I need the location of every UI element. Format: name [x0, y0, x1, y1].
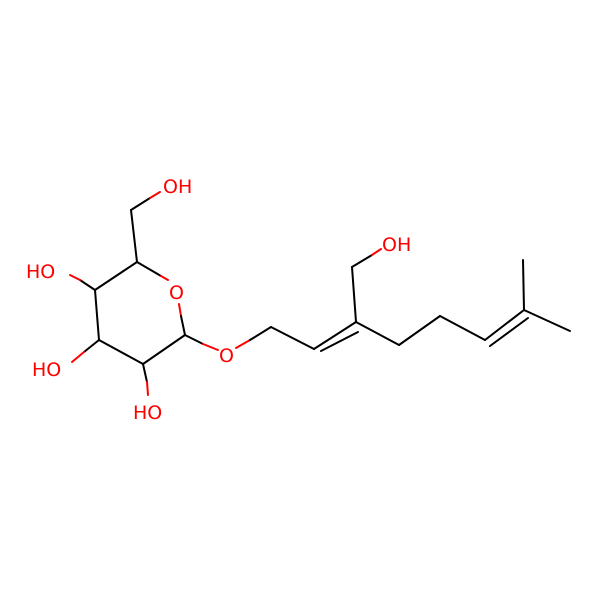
hydroxymethyl-group	[130, 191, 161, 263]
bond-ch-cme2-double-1	[484, 309, 525, 341]
bond-ch2-oh-red	[371, 248, 382, 256]
glycosidic-oxygen-label: O	[219, 345, 234, 367]
bond-ch2-oh	[351, 254, 373, 268]
ring-oxygen-label: O	[169, 282, 184, 304]
bond-c2-oh-red	[146, 381, 149, 396]
bond-c4-oh-red	[69, 274, 81, 281]
bond-glycosidic-o-ch2	[249, 326, 272, 341]
bond-c5-c6	[130, 209, 138, 263]
alkene-chain	[270, 248, 571, 352]
hydroxyl-label-c3: HO	[32, 359, 61, 381]
bond-c-methyl-up	[522, 259, 525, 311]
hydroxyl-label-allylic: OH	[382, 234, 411, 256]
bond-c1-c2	[142, 334, 186, 365]
bond-c-ch2a	[355, 321, 400, 346]
bond-c-methyl-right	[523, 309, 571, 332]
bond-c1-ring-o	[180, 315, 186, 336]
hydroxyl-label-ch2: OH	[163, 176, 192, 198]
bond-ch-c-double-2	[320, 331, 359, 352]
bond-ch-cme2-double-2	[489, 317, 529, 347]
bond-c5-ring-o	[136, 261, 162, 277]
bond-c3-c4	[94, 289, 100, 341]
bond-ch-c-double-1	[313, 321, 357, 350]
bond-c1-glycosidic-o-red	[202, 343, 219, 351]
bond-ch2b-ch	[439, 315, 486, 341]
bond-ring-o-c1	[178, 303, 182, 317]
bond-c4-c5	[94, 261, 138, 291]
pyranose-ring	[94, 261, 186, 365]
bond-c6-o-red	[149, 191, 161, 199]
bond-c3-oh-red	[71, 351, 85, 363]
bond-c1-glycosidic-o	[184, 334, 204, 345]
bond-c-ch2oh	[351, 266, 357, 323]
bond-c2-c3	[98, 339, 144, 365]
bond-c6-o	[130, 197, 151, 211]
bond-ring-o-c5	[160, 275, 169, 281]
bond-c2-oh	[142, 363, 148, 383]
bond-c3-oh	[83, 339, 100, 353]
hydroxyl-label-c4: HO	[26, 261, 55, 283]
bond-c4-oh	[79, 279, 96, 291]
bond-ch2a-ch2b	[398, 315, 441, 346]
hydroxyl-label-c2: HO	[133, 402, 162, 424]
bond-glycosidic-o-ch2-red	[235, 339, 251, 349]
bond-ch2-ch	[270, 326, 315, 350]
